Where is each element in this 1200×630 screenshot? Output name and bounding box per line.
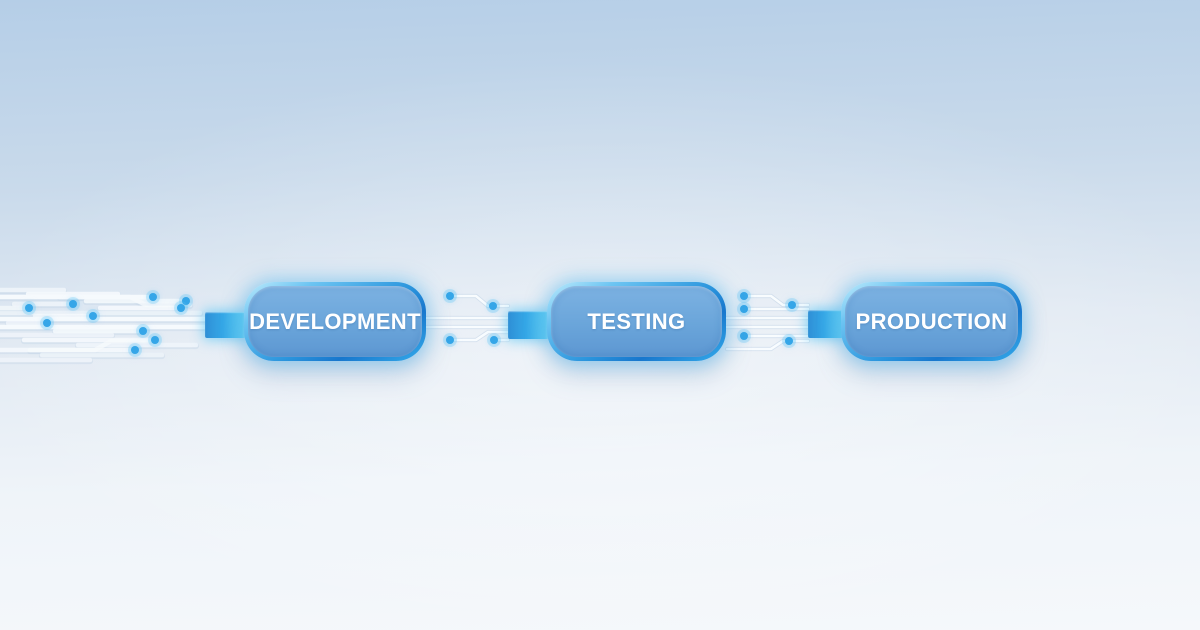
node-testing-body: TESTING bbox=[551, 286, 722, 357]
left-feed-traces bbox=[0, 287, 208, 363]
circuit-dots bbox=[22, 289, 799, 357]
connector-plug-production bbox=[808, 310, 844, 338]
gap-traces-test-prod bbox=[725, 294, 810, 351]
gap-traces-dev-test bbox=[425, 294, 510, 342]
node-development[interactable]: DEVELOPMENT bbox=[244, 282, 426, 361]
node-production[interactable]: PRODUCTION bbox=[841, 282, 1022, 361]
node-testing[interactable]: TESTING bbox=[547, 282, 726, 361]
node-testing-label: TESTING bbox=[587, 308, 686, 334]
node-production-label: PRODUCTION bbox=[855, 308, 1008, 334]
connector-plug-testing bbox=[508, 311, 549, 339]
node-development-label: DEVELOPMENT bbox=[249, 308, 421, 334]
node-production-body: PRODUCTION bbox=[845, 286, 1018, 357]
connector-plug-development bbox=[205, 312, 246, 338]
node-development-body: DEVELOPMENT bbox=[248, 286, 422, 357]
